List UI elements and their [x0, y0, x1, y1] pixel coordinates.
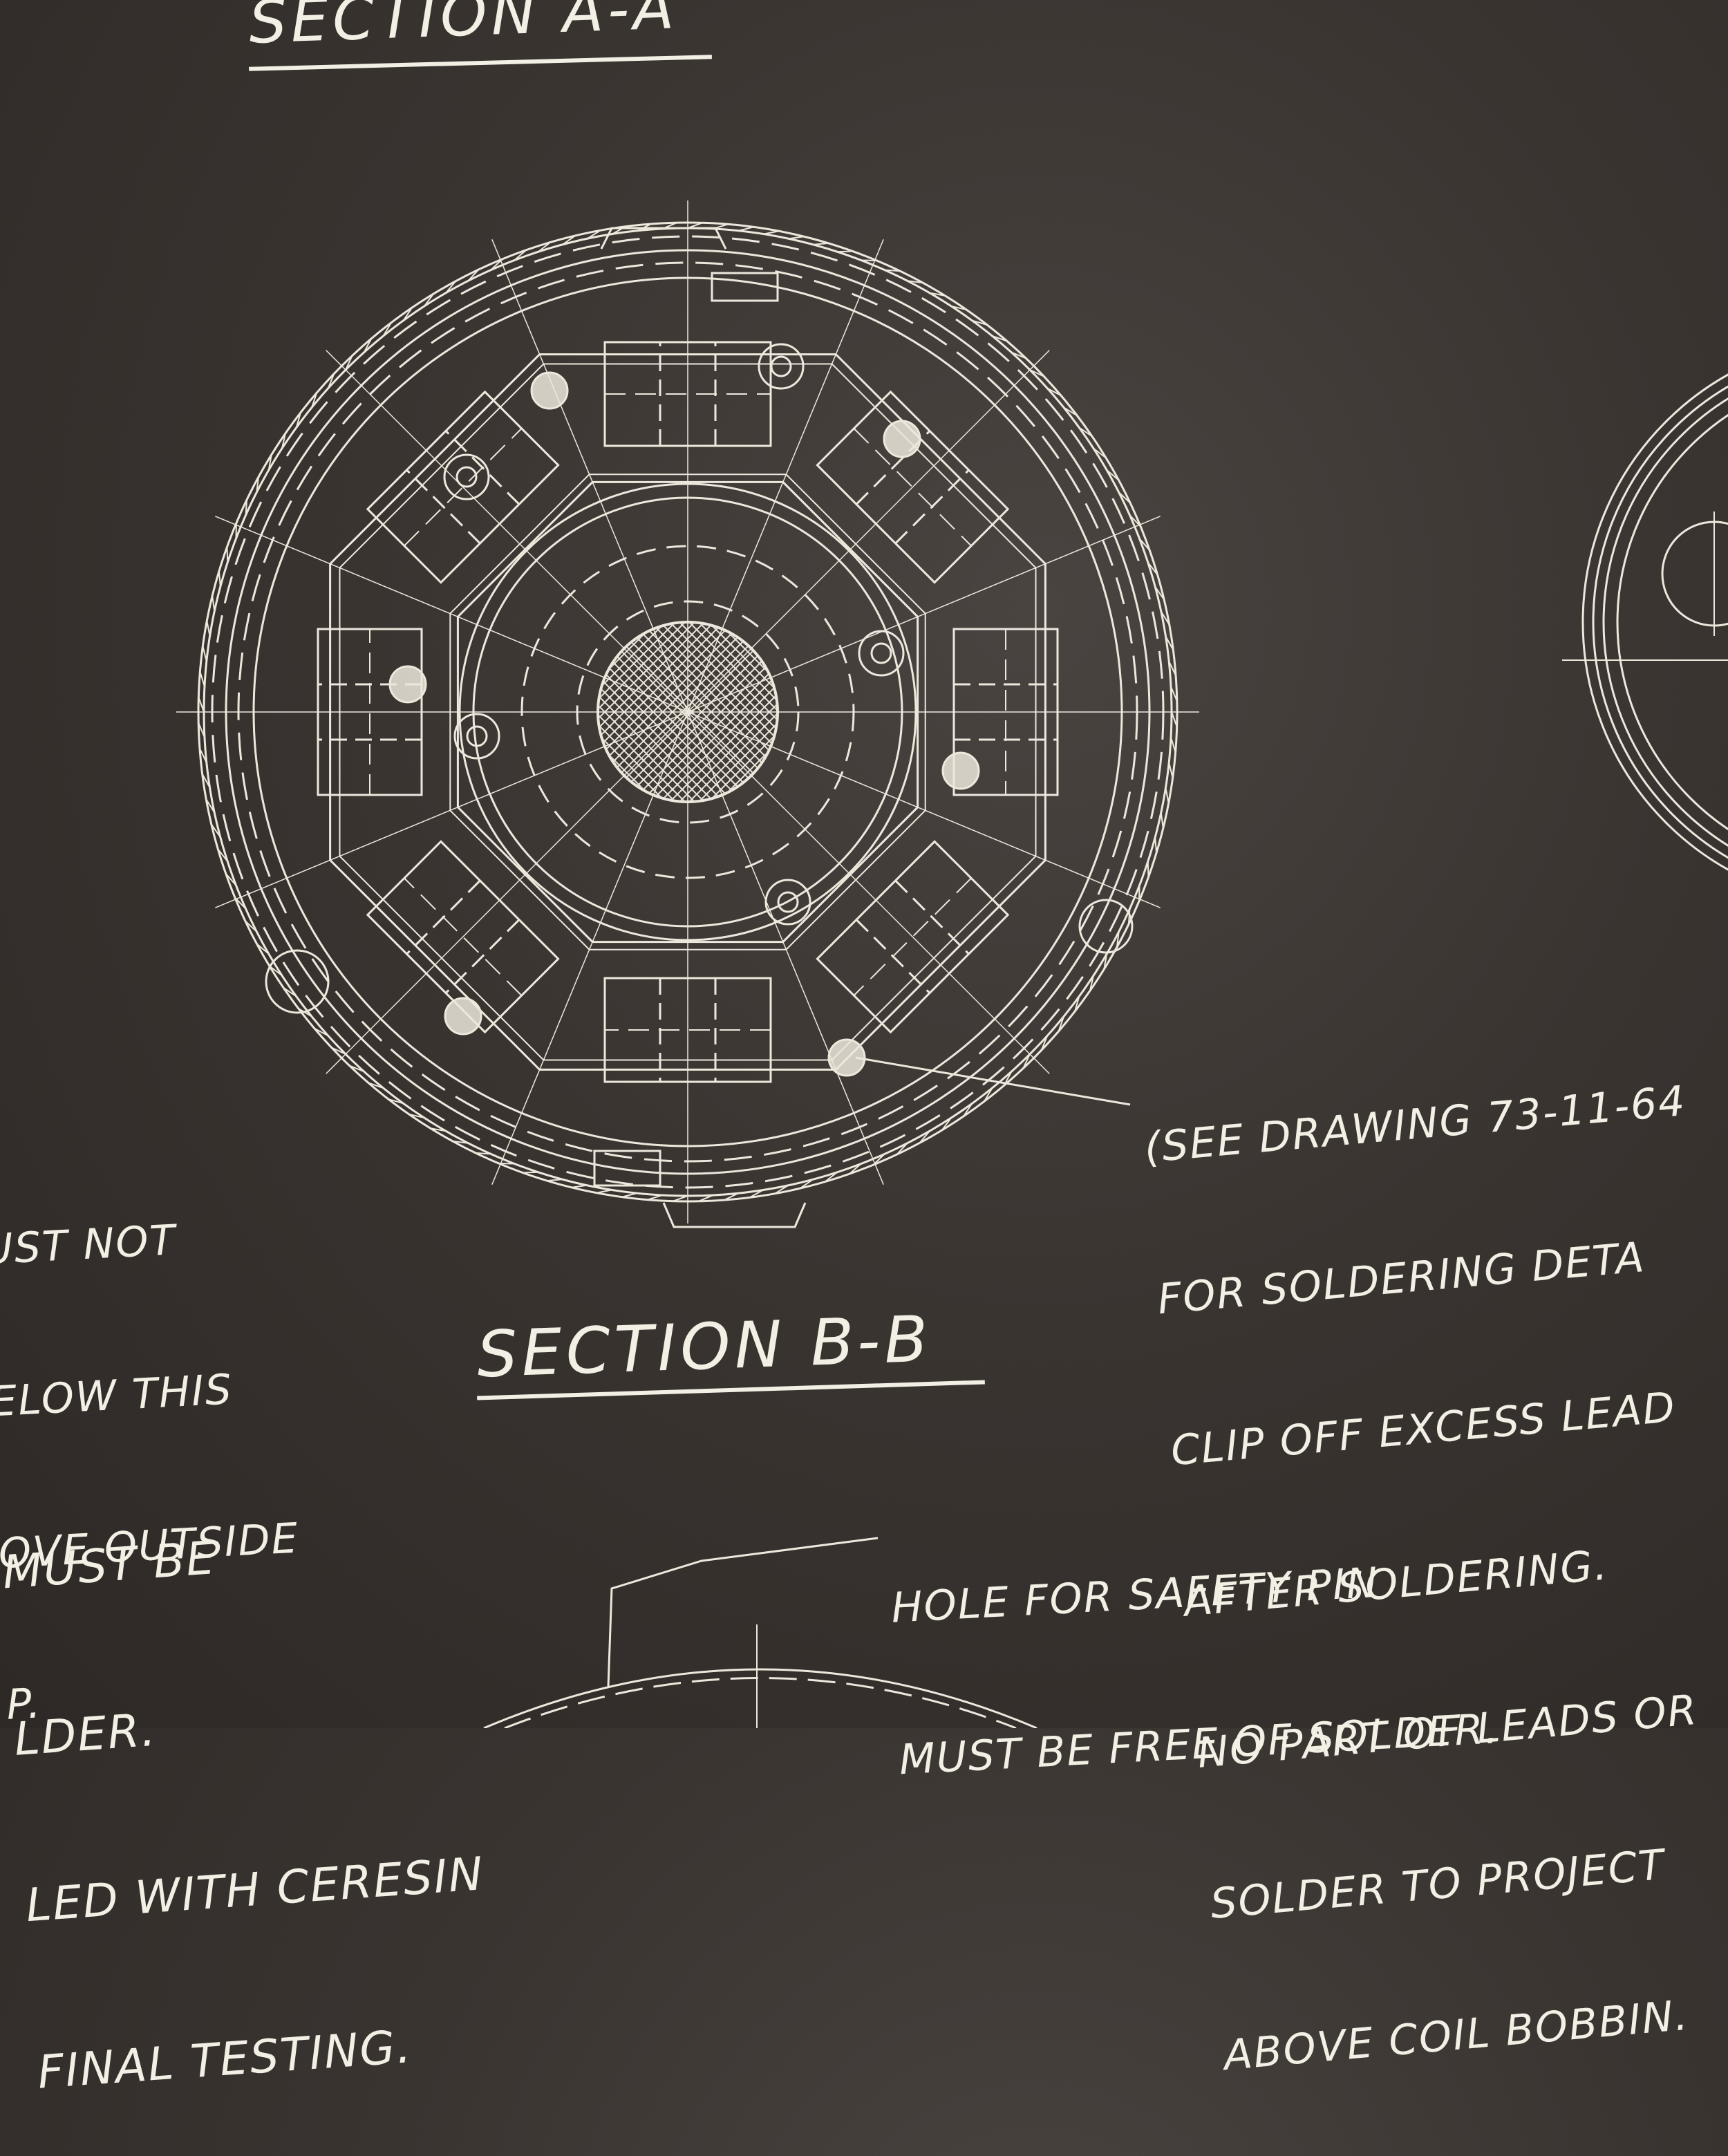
shell-hatch [648, 1195, 663, 1200]
solder-joint [390, 666, 426, 702]
shell-hatch [203, 646, 206, 662]
screw-hole-inner [771, 357, 791, 376]
note-line: HOLE FOR SAFETY PIN [890, 1553, 1493, 1635]
shell-hatch [813, 243, 829, 245]
solder-joint [884, 421, 920, 457]
screw-hole-inner [467, 727, 487, 746]
left-lower-note: MUST BE LDER. LED WITH CERESIN FINAL TES… [0, 1403, 501, 2156]
solder-joint [943, 753, 979, 789]
note-line: ABOVE COIL BOBBIN. [1222, 1984, 1728, 2081]
shell-hatch [1155, 837, 1156, 853]
screw-hole [859, 631, 903, 675]
note-line: SOLDER TO PROJECT [1208, 1832, 1728, 1930]
shell-hatch [738, 227, 753, 230]
shell-hatch [789, 236, 804, 238]
screw-hole [444, 455, 489, 499]
shell-hatch [572, 1185, 587, 1188]
screw-hole-inner [872, 644, 891, 663]
shell-hatch [1148, 861, 1149, 877]
note-line: LDER. [12, 1680, 474, 1768]
bottom-key [594, 1151, 660, 1185]
shell-hatch [622, 1193, 637, 1197]
safety-pin-note: HOLE FOR SAFETY PIN MUST BE FREE OF SOLD… [885, 1452, 1503, 1837]
shell-hatch [547, 1179, 563, 1181]
shell-hatch [1161, 813, 1163, 828]
note-line: MUST BE FREE OF SOLDER. [898, 1704, 1501, 1786]
note-line: MUST BE [1, 1513, 462, 1601]
shell-hatch [1169, 762, 1172, 778]
solder-joint [532, 373, 567, 409]
note-line: (SEE DRAWING 73-11-64 [1143, 1076, 1688, 1174]
shell-hatch [1171, 738, 1176, 753]
section-b-b-view [176, 200, 1199, 1227]
adjacent-section-view [1562, 339, 1728, 906]
adjacent-hole [1662, 522, 1728, 626]
note-line: LED WITH CERESIN [24, 1846, 486, 1934]
shell-hatch [1165, 788, 1168, 803]
note-line: FOR SOLDERING DETA [1156, 1228, 1701, 1325]
note-line: FINAL TESTING. [36, 2013, 498, 2101]
top-key [712, 273, 778, 301]
shell-hatch [523, 1172, 538, 1173]
shell-hatch [764, 231, 779, 234]
bottom-tab [664, 1203, 805, 1227]
adjacent-ring [1617, 373, 1728, 871]
shell-hatch [597, 1190, 612, 1192]
shell-hatch [227, 547, 228, 563]
soldering-leader-line [856, 1058, 1130, 1105]
screw-hole [759, 344, 803, 388]
safety-pin-leader-line [608, 1538, 878, 1687]
shell-hatch [207, 621, 209, 636]
note-line: UST NOT [0, 1210, 284, 1276]
top-tab [601, 228, 726, 249]
solder-joint [445, 998, 481, 1034]
shell-hatch [219, 571, 220, 587]
shell-hatch [212, 596, 214, 611]
shell-hatch [200, 672, 205, 687]
